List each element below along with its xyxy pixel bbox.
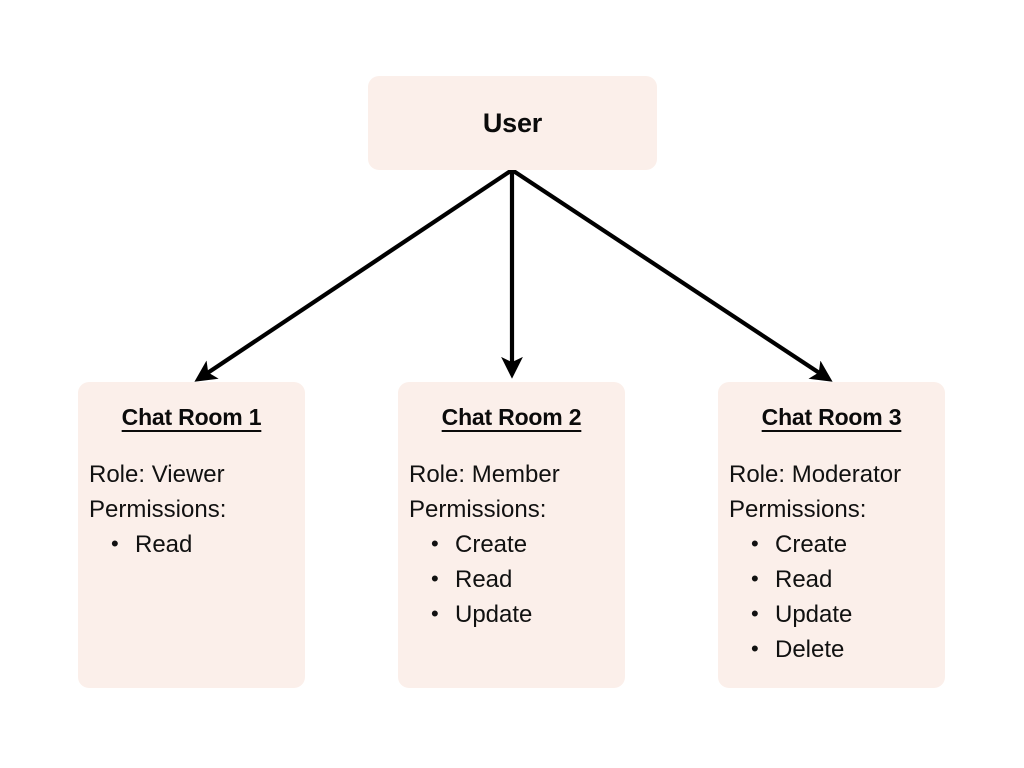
node-chat-room-3-permissions-label: Permissions:	[729, 496, 867, 523]
arrow-user-to-chat-room-3	[510, 168, 833, 382]
node-chat-room-1-body: Role: Viewer Permissions: Read	[78, 457, 305, 562]
node-chat-room-1-permission-list: Read	[89, 526, 299, 562]
permission-item: Create	[431, 526, 619, 562]
node-chat-room-1-role: Role: Viewer	[89, 461, 225, 488]
arrow-user-to-chat-room-1	[194, 168, 514, 382]
node-chat-room-1[interactable]: Chat Room 1 Role: Viewer Permissions: Re…	[78, 382, 305, 688]
permission-item: Update	[431, 596, 619, 632]
permission-item: Read	[751, 561, 939, 597]
node-chat-room-2-permission-list: Create Read Update	[409, 526, 619, 632]
node-chat-room-3-role: Role: Moderator	[729, 461, 902, 488]
permission-item: Update	[751, 596, 939, 632]
node-chat-room-2-permissions-label: Permissions:	[409, 496, 547, 523]
node-chat-room-2-title: Chat Room 2	[441, 404, 582, 430]
permission-item: Read	[431, 561, 619, 597]
node-chat-room-2[interactable]: Chat Room 2 Role: Member Permissions: Cr…	[398, 382, 625, 688]
node-chat-room-1-permissions-label: Permissions:	[89, 496, 227, 523]
node-chat-room-3-permission-list: Create Read Update Delete	[729, 526, 939, 667]
permission-item: Delete	[751, 631, 939, 667]
permission-item: Create	[751, 526, 939, 562]
node-user[interactable]: User	[368, 76, 657, 170]
node-chat-room-3-body: Role: Moderator Permissions: Create Read…	[718, 457, 945, 667]
permission-item: Read	[111, 526, 299, 562]
node-chat-room-1-title: Chat Room 1	[121, 404, 262, 430]
node-chat-room-2-role: Role: Member	[409, 461, 560, 488]
node-chat-room-3[interactable]: Chat Room 3 Role: Moderator Permissions:…	[718, 382, 945, 688]
node-user-label: User	[482, 107, 543, 138]
node-chat-room-3-title: Chat Room 3	[761, 404, 902, 430]
node-chat-room-2-body: Role: Member Permissions: Create Read Up…	[398, 457, 625, 632]
